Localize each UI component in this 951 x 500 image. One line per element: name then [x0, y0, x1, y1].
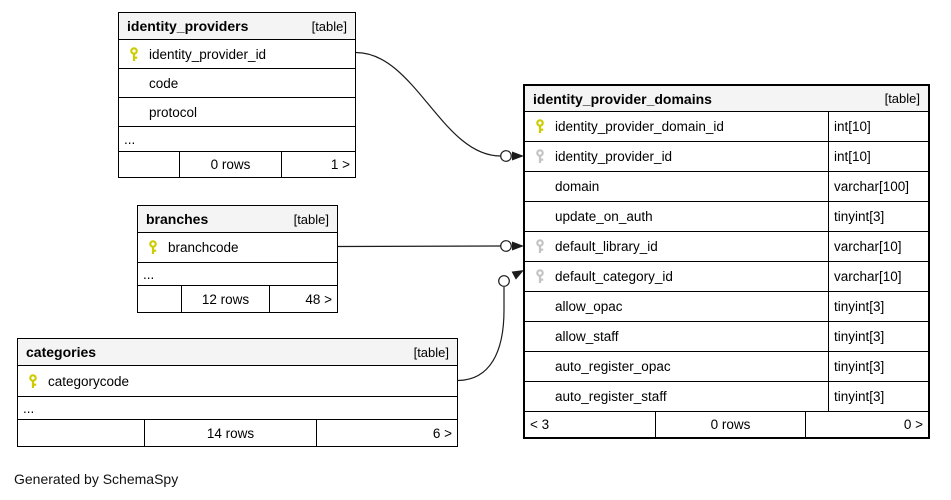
table-identity-providers[interactable]: identity_providers [table] identity_prov… — [118, 12, 356, 178]
columns-ellipsis: ... — [119, 127, 355, 152]
footer-incoming-count — [138, 286, 181, 312]
table-header: identity_provider_domains [table] — [525, 86, 928, 112]
column-row: protocol — [119, 98, 355, 127]
table-footer: 14 rows 6 > — [18, 420, 457, 446]
table-type-badge: [table] — [293, 211, 329, 227]
column-name: allow_staff — [555, 329, 619, 344]
arrowhead — [512, 151, 524, 161]
footer-incoming-count — [18, 420, 144, 446]
table-footer: 0 rows 1 > — [119, 152, 355, 177]
column-name: protocol — [149, 104, 198, 120]
edge-branches-to-domains — [337, 240, 524, 252]
column-row: allow_opac tinyint[3] — [525, 292, 928, 322]
footer-row-count: 0 rows — [179, 152, 281, 177]
column-row: identity_provider_id int[10] — [525, 142, 928, 172]
arrowhead — [512, 241, 524, 251]
column-type: int[10] — [828, 112, 928, 141]
column-name: identity_provider_id — [149, 46, 267, 62]
column-name: domain — [555, 179, 600, 194]
table-name: categories — [26, 344, 97, 360]
column-type: varchar[10] — [828, 262, 928, 291]
footer-outgoing-count: 0 > — [805, 412, 928, 437]
foreign-key-icon — [525, 149, 555, 164]
table-type-badge: [table] — [413, 344, 449, 360]
column-name: update_on_auth — [555, 209, 653, 224]
table-header: identity_providers [table] — [119, 13, 355, 40]
columns-ellipsis: ... — [138, 263, 337, 286]
footer-incoming-count: < 3 — [530, 417, 550, 432]
column-name: default_library_id — [555, 239, 658, 254]
arrowhead — [511, 270, 524, 280]
footer-outgoing-count: 1 > — [281, 152, 355, 177]
column-row: auto_register_opac tinyint[3] — [525, 352, 928, 382]
table-header: branches [table] — [138, 206, 337, 233]
edge-identity-providers-to-domains — [355, 51, 524, 162]
footer-outgoing-count: 6 > — [316, 420, 457, 446]
column-name: auto_register_opac — [555, 359, 671, 374]
zero-many-circle — [500, 150, 512, 162]
table-name: identity_provider_domains — [533, 90, 712, 107]
column-row: update_on_auth tinyint[3] — [525, 202, 928, 232]
column-row: branchcode — [138, 233, 337, 263]
column-type: tinyint[3] — [828, 202, 928, 231]
footer-incoming-count — [119, 152, 179, 177]
column-row: code — [119, 69, 355, 98]
columns-ellipsis: ... — [18, 397, 457, 420]
table-header: categories [table] — [18, 339, 457, 366]
edge-line — [337, 245, 501, 248]
table-type-badge: [table] — [311, 18, 347, 34]
edge-line — [457, 287, 505, 382]
footer-outgoing-count: 48 > — [269, 286, 337, 312]
column-row: identity_provider_id — [119, 40, 355, 69]
column-row: default_library_id varchar[10] — [525, 232, 928, 262]
primary-key-icon — [119, 46, 149, 62]
footer-row-count: 0 rows — [655, 412, 805, 437]
column-name: branchcode — [168, 240, 239, 255]
foreign-key-icon — [525, 269, 555, 284]
table-categories[interactable]: categories [table] categorycode ... 14 r… — [17, 338, 458, 447]
table-name: identity_providers — [127, 18, 249, 34]
column-row: default_category_id varchar[10] — [525, 262, 928, 292]
column-row: identity_provider_domain_id int[10] — [525, 112, 928, 142]
primary-key-icon — [18, 373, 48, 389]
table-type-badge: [table] — [884, 91, 920, 106]
column-name: identity_provider_id — [555, 149, 673, 164]
footer-row-count: 14 rows — [144, 420, 316, 446]
column-type: tinyint[3] — [828, 322, 928, 351]
column-row: domain varchar[100] — [525, 172, 928, 202]
column-name: categorycode — [48, 373, 130, 389]
table-branches[interactable]: branches [table] branchcode ... 12 rows … — [137, 205, 338, 313]
table-footer: 12 rows 48 > — [138, 286, 337, 312]
column-name: code — [149, 75, 179, 91]
column-row: categorycode — [18, 366, 457, 397]
foreign-key-icon — [525, 239, 555, 254]
generated-by-note: Generated by SchemaSpy — [14, 471, 179, 487]
edge-categories-to-domains — [457, 270, 524, 382]
table-name: branches — [146, 211, 209, 227]
column-row: auto_register_staff tinyint[3] — [525, 382, 928, 412]
column-name: identity_provider_domain_id — [555, 119, 724, 134]
column-type: varchar[100] — [828, 172, 928, 201]
column-type: varchar[10] — [828, 232, 928, 261]
column-type: tinyint[3] — [828, 352, 928, 381]
column-name: allow_opac — [555, 299, 623, 314]
column-name: default_category_id — [555, 269, 673, 284]
footer-row-count: 12 rows — [181, 286, 269, 312]
column-name: auto_register_staff — [555, 389, 667, 404]
column-type: tinyint[3] — [828, 292, 928, 321]
table-footer: < 3 0 rows 0 > — [525, 412, 928, 437]
column-type: int[10] — [828, 142, 928, 171]
primary-key-icon — [525, 119, 555, 134]
zero-many-circle — [500, 240, 512, 252]
zero-many-circle — [498, 275, 510, 287]
column-row: allow_staff tinyint[3] — [525, 322, 928, 352]
edge-line — [355, 51, 501, 157]
table-identity-provider-domains[interactable]: identity_provider_domains [table] identi… — [523, 84, 930, 439]
primary-key-icon — [138, 240, 168, 255]
column-type: tinyint[3] — [828, 382, 928, 411]
